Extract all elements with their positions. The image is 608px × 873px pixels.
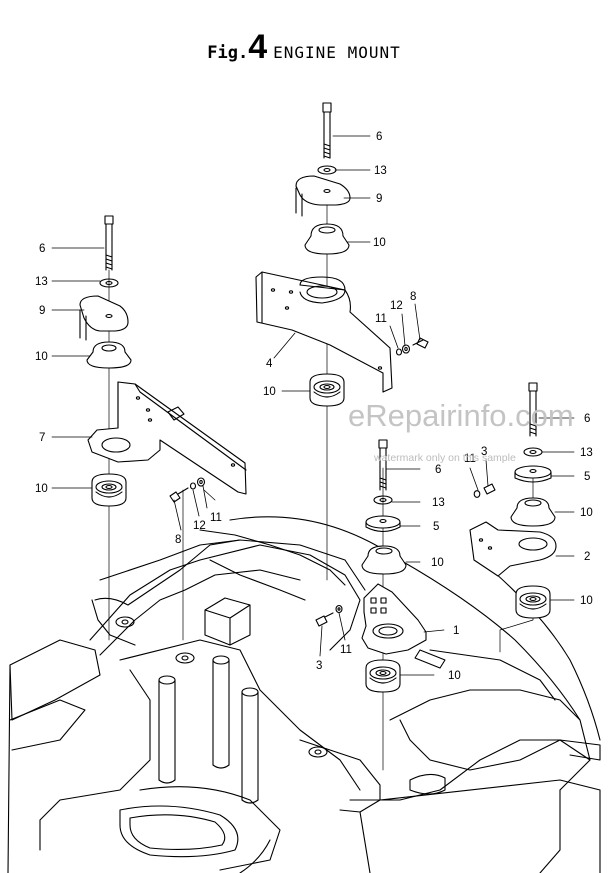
callout-label: 6 bbox=[39, 243, 45, 255]
front-mount-assembly bbox=[315, 439, 427, 693]
watermark-logo: eRepairinfo.com bbox=[348, 398, 574, 433]
callout-label: 6 bbox=[376, 131, 382, 143]
rear-mount-assembly bbox=[469, 382, 557, 619]
callout-label: 12 bbox=[390, 300, 403, 312]
callout-label: 13 bbox=[432, 497, 445, 509]
callout-label: 2 bbox=[584, 551, 590, 563]
center-mount-assembly bbox=[255, 102, 429, 407]
callout-label: 3 bbox=[316, 660, 322, 672]
callout-label: 9 bbox=[376, 193, 382, 205]
callout-label: 8 bbox=[175, 534, 181, 546]
callout-label: 9 bbox=[39, 305, 45, 317]
callout-label: 5 bbox=[584, 471, 590, 483]
callout-label: 1 bbox=[453, 625, 459, 637]
callout-label: 10 bbox=[431, 557, 444, 569]
callout-label: 13 bbox=[35, 276, 48, 288]
callout-label: 4 bbox=[266, 358, 273, 370]
left-mount-assembly bbox=[79, 215, 247, 507]
callout-label: 10 bbox=[580, 595, 593, 607]
callout-label: 11 bbox=[210, 512, 222, 524]
machine-frame bbox=[9, 516, 601, 873]
callout-label: 10 bbox=[448, 670, 461, 682]
frame-details bbox=[7, 597, 601, 873]
callout-label: 11 bbox=[464, 453, 476, 465]
figure-name: ENGINE MOUNT bbox=[273, 43, 401, 62]
callout-label: 13 bbox=[580, 447, 593, 459]
callout-label: 10 bbox=[373, 237, 386, 249]
callout-label: 13 bbox=[374, 165, 387, 177]
callout-label: 3 bbox=[481, 446, 487, 458]
callout-label: 10 bbox=[580, 507, 593, 519]
watermark-note: watermark only on this sample bbox=[374, 452, 516, 464]
callout-label: 12 bbox=[193, 520, 206, 532]
callout-label: 11 bbox=[375, 313, 387, 325]
callout-label: 6 bbox=[435, 464, 441, 476]
callout-labels: 6 13 9 10 4 11 12 8 10 6 13 9 10 7 10 8 … bbox=[35, 131, 593, 682]
callout-label: 5 bbox=[433, 521, 439, 533]
callout-label: 8 bbox=[410, 291, 416, 303]
callout-label: 11 bbox=[340, 644, 352, 656]
leader-lines bbox=[51, 135, 575, 676]
callout-label: 10 bbox=[263, 386, 276, 398]
figure-number: 4 bbox=[248, 28, 268, 66]
figure-title: Fig.4 ENGINE MOUNT bbox=[0, 28, 608, 67]
callout-label: 7 bbox=[39, 432, 45, 444]
figure-prefix: Fig. bbox=[207, 43, 249, 63]
callout-label: 10 bbox=[35, 351, 48, 363]
callout-label: 10 bbox=[35, 483, 48, 495]
callout-label: 6 bbox=[584, 413, 590, 425]
